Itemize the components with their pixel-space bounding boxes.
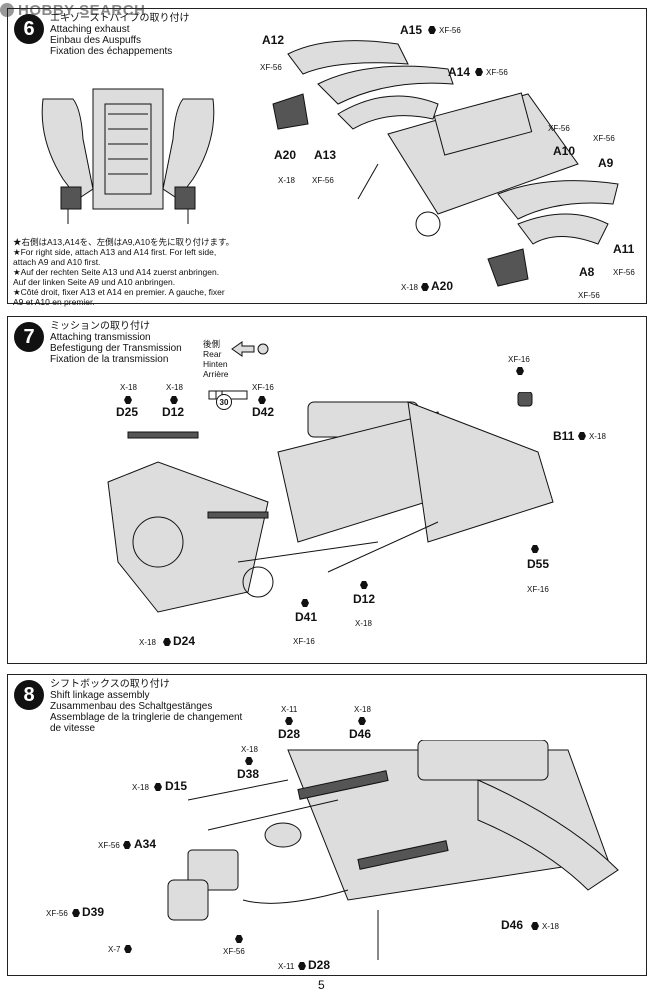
part-label-d41: D41 <box>295 610 318 624</box>
part-label-a11: A11 <box>613 242 635 256</box>
step-titles: エキゾーストパイプの取り付け Attaching exhaust Einbau … <box>50 13 190 57</box>
step-number: 8 <box>14 680 44 710</box>
part-label-d12: D12 <box>162 405 185 419</box>
transmission-assembly-illustration <box>107 392 554 613</box>
paint-code: XF-56 <box>439 26 461 35</box>
step-number: 7 <box>14 322 44 352</box>
part-label-a12: A12 <box>262 33 285 47</box>
paint-code: X-18 <box>139 638 156 647</box>
part-label-a20: A20 <box>431 279 454 293</box>
paint-marker-icon <box>421 283 429 291</box>
step-titles: シフトボックスの取り付け Shift linkage assembly Zusa… <box>50 679 243 734</box>
paint-code: X-18 <box>120 383 137 392</box>
part-label-a8: A8 <box>579 265 595 279</box>
exhaust-assembly-illustration <box>272 40 619 287</box>
paint-marker-icon <box>578 432 586 440</box>
part-label-a9: A9 <box>598 156 614 170</box>
part-label-d42: D42 <box>252 405 275 419</box>
paint-marker-icon <box>154 783 162 791</box>
part-label-d28: D28 <box>308 958 331 972</box>
paint-marker-icon <box>285 717 293 725</box>
part-label-d46: D46 <box>501 918 524 932</box>
rear-direction-labels: 後側 Rear Hinten Arrière <box>203 339 229 379</box>
part-label-d25: D25 <box>116 405 139 419</box>
paint-marker-icon <box>124 396 132 404</box>
paint-marker-icon <box>531 545 539 553</box>
paint-marker-icon <box>124 945 132 953</box>
paint-code: XF-56 <box>593 134 615 143</box>
paint-code: XF-16 <box>527 585 549 594</box>
paint-code: X-11 <box>278 962 295 971</box>
paint-marker-icon <box>298 962 306 970</box>
rear-arrow-icon <box>231 341 269 357</box>
paint-marker-icon <box>531 922 539 930</box>
part-label-d12: D12 <box>353 592 376 606</box>
step-titles: ミッションの取り付け Attaching transmission Befest… <box>50 321 182 365</box>
part-label-d28: D28 <box>278 727 301 741</box>
part-label-a15: A15 <box>400 23 423 37</box>
paint-code: X-18 <box>166 383 183 392</box>
paint-code: X-18 <box>355 619 372 628</box>
shift-linkage-assembly-illustration <box>167 740 619 960</box>
paint-code: XF-56 <box>98 841 120 850</box>
paint-code: X-18 <box>589 432 606 441</box>
paint-code: XF-16 <box>508 355 530 364</box>
paint-code: XF-56 <box>486 68 508 77</box>
paint-marker-icon <box>258 396 266 404</box>
part-label-d46: D46 <box>349 727 372 741</box>
paint-marker-icon <box>123 841 131 849</box>
part-label-d15: D15 <box>165 779 188 793</box>
paint-marker-icon <box>475 68 483 76</box>
paint-code: X-11 <box>281 705 298 714</box>
part-label-d55: D55 <box>527 557 550 571</box>
part-label-d39: D39 <box>82 905 105 919</box>
paint-marker-icon <box>163 638 171 646</box>
paint-marker-icon <box>360 581 368 589</box>
paint-code: X-18 <box>401 283 418 292</box>
paint-marker-icon <box>428 26 436 34</box>
step-7-panel: 7 ミッションの取り付け Attaching transmission Befe… <box>7 316 647 664</box>
part-label-a34: A34 <box>134 837 157 851</box>
paint-code: XF-56 <box>578 291 600 300</box>
paint-marker-icon <box>170 396 178 404</box>
engine-front-view-illustration <box>41 88 215 224</box>
part-label-a14: A14 <box>448 65 471 79</box>
part-label-a10: A10 <box>553 144 576 158</box>
paint-marker-icon <box>72 909 80 917</box>
step-8-panel: 8 シフトボックスの取り付け Shift linkage assembly Zu… <box>7 674 647 976</box>
paint-marker-icon <box>358 717 366 725</box>
part-label-d24: D24 <box>173 634 196 648</box>
step-number: 6 <box>14 14 44 44</box>
paint-code: X-18 <box>132 783 149 792</box>
screw-count-badge: 30 <box>216 394 232 410</box>
paint-code: XF-56 <box>548 124 570 133</box>
paint-marker-icon <box>245 757 253 765</box>
step-6-panel: 6 エキゾーストパイプの取り付け Attaching exhaust Einba… <box>7 8 647 307</box>
paint-code: XF-56 <box>46 909 68 918</box>
paint-code: XF-56 <box>613 268 635 277</box>
paint-code: X-18 <box>542 922 559 931</box>
part-label-d38: D38 <box>237 767 260 781</box>
paint-code: X-18 <box>354 705 371 714</box>
part-label-a13: A13 <box>314 148 337 162</box>
paint-marker-icon <box>301 599 309 607</box>
paint-marker-icon <box>516 367 524 375</box>
paint-marker-icon <box>235 935 243 943</box>
paint-code: X-7 <box>108 945 121 954</box>
paint-code: X-18 <box>241 745 258 754</box>
paint-code: XF-56 <box>312 176 334 185</box>
assembly-notes: ★右側はA13,A14を、左側はA9,A10を先に取り付けます。 ★For ri… <box>13 237 235 307</box>
paint-code: XF-56 <box>223 947 245 956</box>
paint-code: XF-16 <box>252 383 274 392</box>
paint-code: X-18 <box>278 176 295 185</box>
paint-code: XF-56 <box>260 63 282 72</box>
part-label-b11: B11 <box>553 429 575 443</box>
part-label-a20: A20 <box>274 148 297 162</box>
paint-code: XF-16 <box>293 637 315 646</box>
page-number: 5 <box>318 978 325 992</box>
